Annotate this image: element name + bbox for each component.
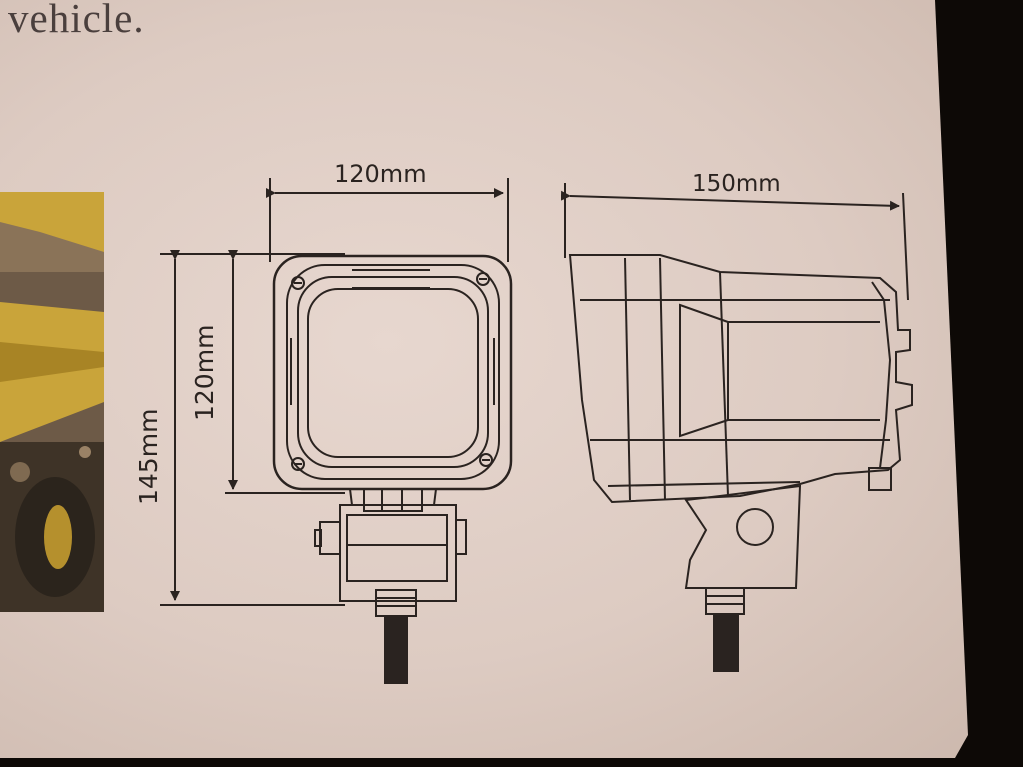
side-length-label: 150mm	[692, 171, 781, 197]
front-view-screws	[291, 272, 493, 471]
total-height-label: 145mm	[134, 408, 163, 505]
side-view-lamp	[564, 183, 913, 589]
side-view-dimensions	[560, 190, 900, 211]
front-width-label: 120mm	[334, 160, 427, 188]
truck-photo	[0, 192, 104, 612]
packaging-box-face	[0, 0, 968, 758]
front-view-bolt	[375, 589, 417, 684]
box-text-fragment: vehicle.	[8, 0, 145, 41]
front-view-lamp	[269, 178, 513, 602]
front-view-dimensions	[160, 188, 504, 606]
side-view-bolt	[705, 587, 745, 672]
lamp-height-label: 120mm	[190, 324, 219, 421]
